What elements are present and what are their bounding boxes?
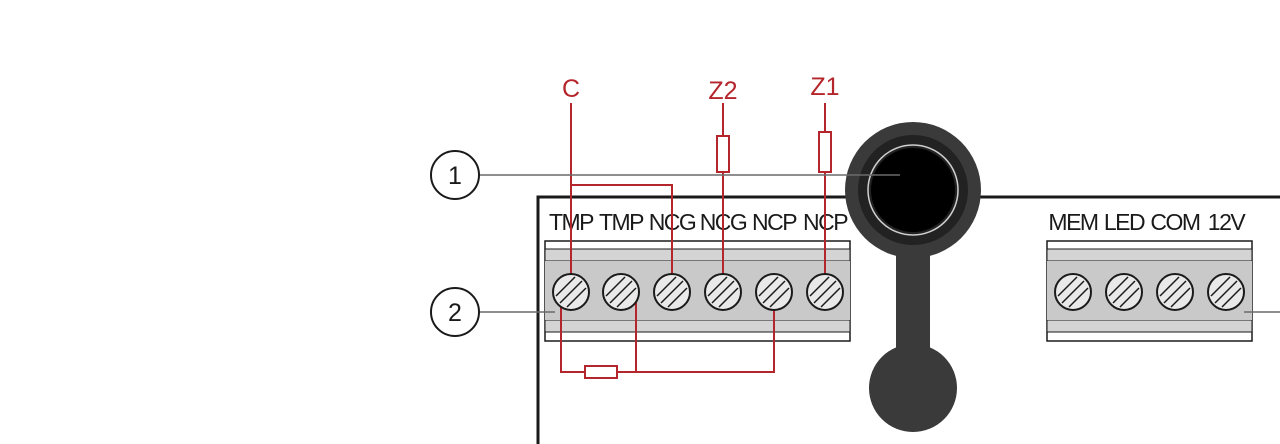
terminal-label-ncp-2: NCP [803, 209, 848, 235]
screw-mem [1054, 273, 1092, 311]
screw-ncg-2 [704, 273, 742, 311]
terminal-label-led: LED [1104, 209, 1145, 235]
terminal-label-ncp-1: NCP [752, 209, 797, 235]
callout-number-2: 2 [448, 299, 462, 327]
callout-number-1: 1 [448, 162, 462, 190]
terminal-label-tmp-1: TMP [549, 209, 594, 235]
screw-tmp-2 [602, 273, 640, 311]
terminal-label-com: COM [1150, 209, 1200, 235]
callout-2: 2 [430, 287, 1280, 337]
terminal-label-ncg-2: NCG [700, 209, 747, 235]
screw-12v [1207, 273, 1245, 311]
screw-led [1105, 273, 1143, 311]
wiring [560, 103, 832, 379]
screw-ncp-2 [806, 273, 844, 311]
screw-tmp-1 [552, 273, 590, 311]
left-terminal-labels: TMP TMP NCG NCG NCP NCP [549, 209, 850, 235]
callout-1: 1 [430, 150, 900, 200]
screw-ncg-1 [653, 273, 691, 311]
terminal-label-12v: 12V [1208, 209, 1247, 235]
right-terminal-labels: MEM LED COM 12V [1048, 209, 1247, 235]
right-screws [1054, 273, 1245, 311]
terminal-label-ncg-1: NCG [649, 209, 696, 235]
sensor-housing [845, 122, 981, 432]
wire-label-c: C [562, 75, 580, 103]
screw-com [1156, 273, 1194, 311]
wire-label-z1: Z1 [810, 73, 839, 101]
wire-label-z2: Z2 [708, 77, 737, 105]
screw-ncp-1 [755, 273, 793, 311]
terminal-label-tmp-2: TMP [599, 209, 644, 235]
sensor-lens [871, 148, 955, 232]
left-terminal-block [544, 240, 851, 342]
terminal-label-mem: MEM [1048, 209, 1098, 235]
panel-outline [536, 195, 1280, 444]
left-screws [552, 273, 844, 311]
